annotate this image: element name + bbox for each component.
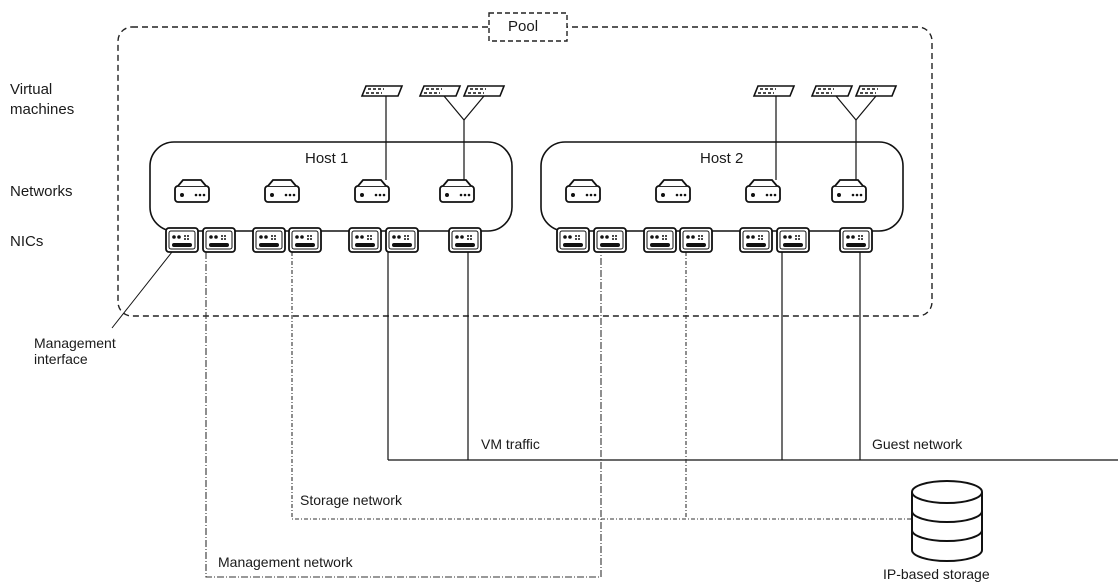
network-switch-icon bbox=[264, 179, 300, 203]
management-interface-pointer bbox=[111, 251, 173, 329]
nic-card-icon bbox=[348, 227, 382, 253]
nic-card-icon bbox=[385, 227, 419, 253]
nic-card-icon bbox=[776, 227, 810, 253]
vm-icon bbox=[463, 85, 505, 97]
nic-card-icon bbox=[739, 227, 773, 253]
network-switch-icon bbox=[439, 179, 475, 203]
management-network-label: Management network bbox=[218, 554, 353, 570]
storage-network-label: Storage network bbox=[300, 492, 402, 508]
pool-label: Pool bbox=[508, 18, 539, 35]
nic-card-icon bbox=[288, 227, 322, 253]
nic-card-icon bbox=[556, 227, 590, 253]
ip-storage-label: IP-based storage bbox=[883, 566, 990, 582]
nic-card-icon bbox=[252, 227, 286, 253]
vm-icon bbox=[811, 85, 853, 97]
row-label-nics: NICs bbox=[10, 233, 44, 250]
network-switch-icon bbox=[831, 179, 867, 203]
guest-network-label: Guest network bbox=[872, 436, 963, 452]
vm-icon bbox=[361, 85, 403, 97]
host-2-box bbox=[540, 141, 904, 232]
nic-card-icon bbox=[165, 227, 199, 253]
network-switch-icon bbox=[565, 179, 601, 203]
nic-card-icon bbox=[202, 227, 236, 253]
nic-card-icon bbox=[593, 227, 627, 253]
vm-icon bbox=[419, 85, 461, 97]
nic-card-icon bbox=[679, 227, 713, 253]
vm-icon bbox=[855, 85, 897, 97]
nic-card-icon bbox=[643, 227, 677, 253]
row-label-virtual-machines: Virtual machines bbox=[10, 81, 75, 118]
row-label-networks: Networks bbox=[10, 183, 73, 200]
management-interface-label: Management interface bbox=[34, 335, 116, 367]
network-switch-icon bbox=[354, 179, 390, 203]
network-switch-icon bbox=[655, 179, 691, 203]
database-icon bbox=[911, 480, 983, 562]
network-switch-icon bbox=[745, 179, 781, 203]
network-switch-icon bbox=[174, 179, 210, 203]
vm-traffic-label: VM traffic bbox=[481, 436, 540, 452]
management-network-line bbox=[205, 252, 602, 578]
host-1-box bbox=[149, 141, 513, 232]
nic-card-icon bbox=[839, 227, 873, 253]
nic-card-icon bbox=[448, 227, 482, 253]
host-1-label: Host 1 bbox=[305, 150, 349, 167]
vm-icon bbox=[753, 85, 795, 97]
host-2-label: Host 2 bbox=[700, 150, 744, 167]
storage-network-line bbox=[291, 252, 915, 520]
pool-label-box bbox=[488, 12, 568, 42]
pool-boundary bbox=[117, 26, 933, 317]
